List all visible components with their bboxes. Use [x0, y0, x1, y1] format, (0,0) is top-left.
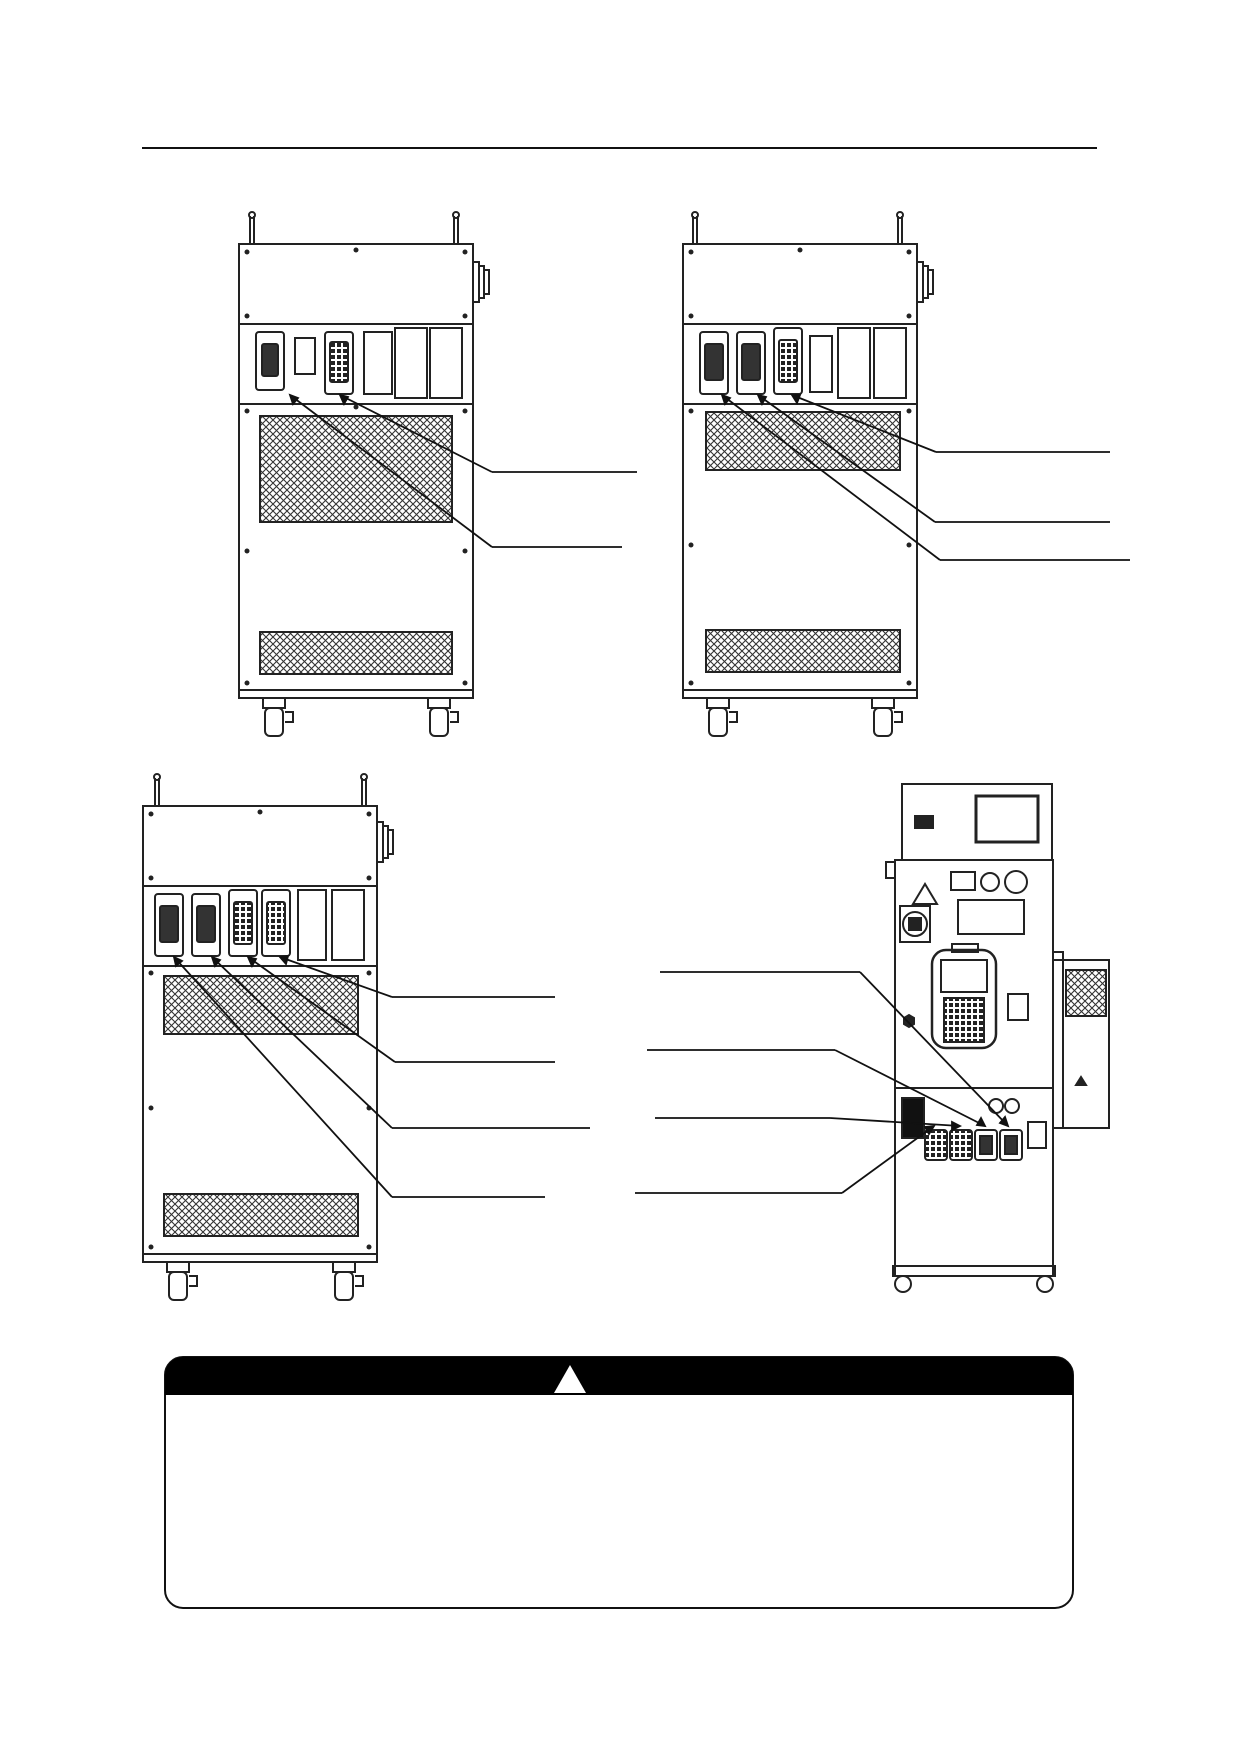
- warning-box-header: [165, 1357, 1073, 1395]
- warning-triangle-icon: [554, 1365, 586, 1393]
- leader-lines-d: [635, 971, 1010, 1194]
- leader-lines-b: [720, 393, 1130, 561]
- cabinet-rear-view-2-connectors: [238, 211, 490, 737]
- warning-box: [164, 1356, 1074, 1609]
- leader-lines-a: [288, 393, 637, 548]
- leader-lines-c: [172, 954, 590, 1198]
- controller-side-view: [885, 783, 1110, 1293]
- cabinet-rear-view-3-connectors: [682, 211, 934, 737]
- cabinet-rear-view-4-connectors: [142, 773, 394, 1301]
